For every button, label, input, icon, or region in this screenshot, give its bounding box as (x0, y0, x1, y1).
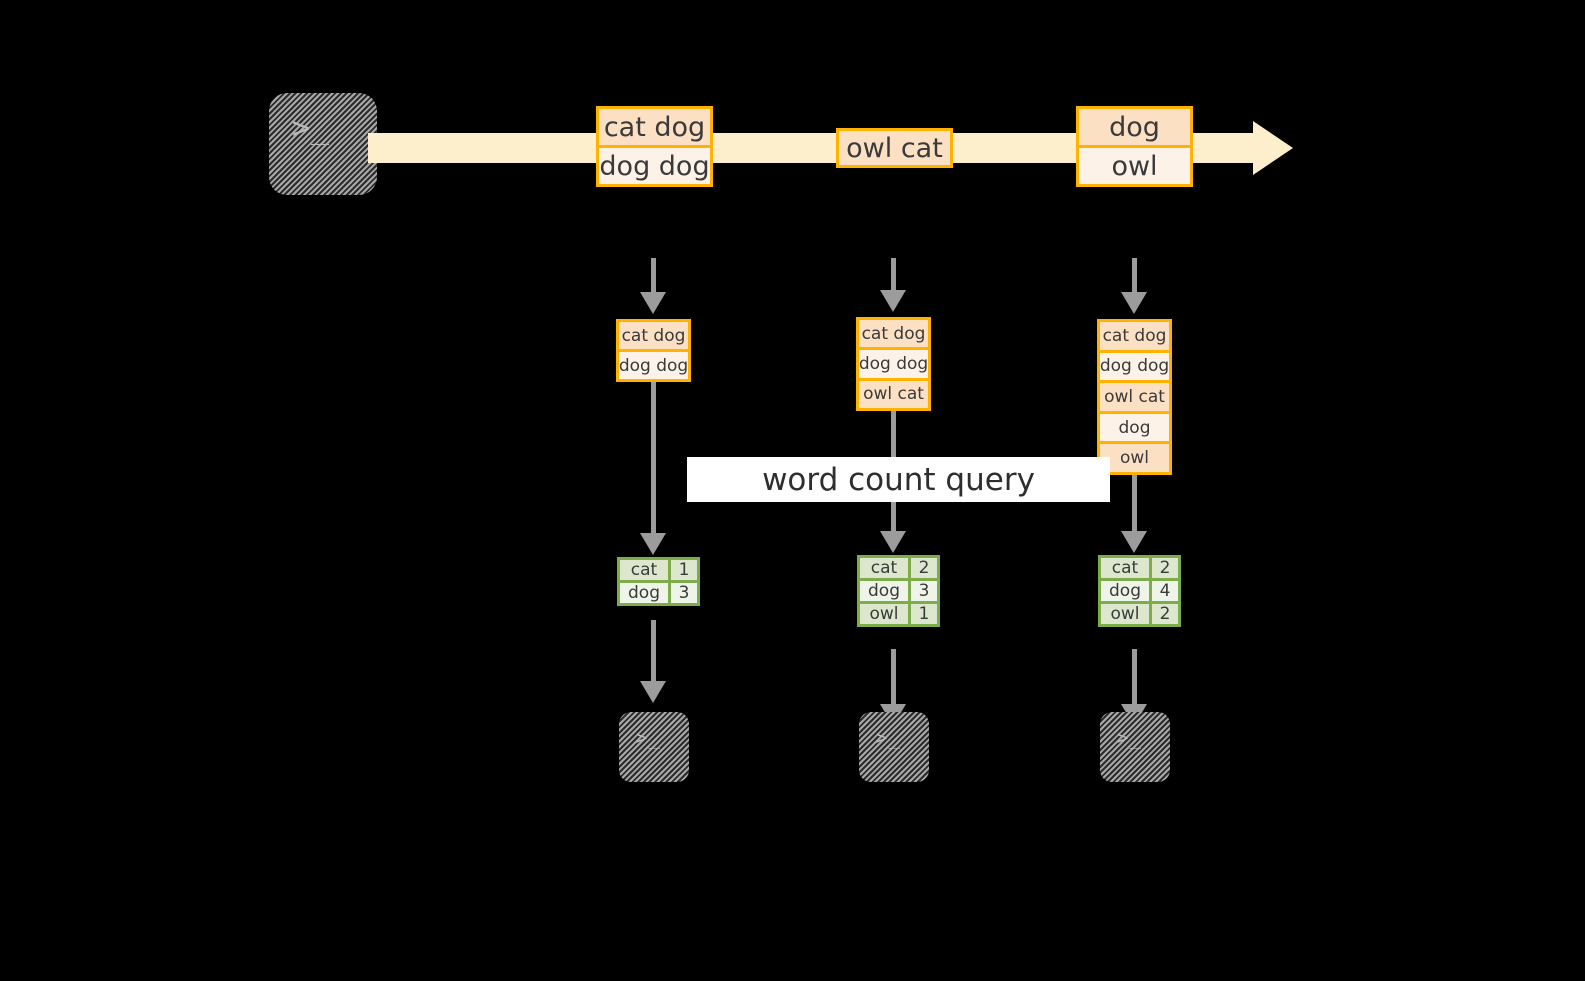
result-word-cell: dog (620, 583, 668, 603)
result-count-cell: 2 (908, 558, 937, 578)
terminal-prompt-glyph: >_ (876, 727, 901, 749)
result-word-cell: cat (860, 558, 908, 578)
terminal-prompt-glyph: >_ (636, 727, 661, 749)
snapshot-1-sink-arrowhead (640, 681, 666, 703)
terminal-prompt-glyph: >_ (1117, 727, 1142, 749)
snapshot-input-line: dog dog (619, 349, 688, 379)
query-label: word count query (687, 457, 1110, 502)
terminal-prompt-glyph: >_ (292, 111, 331, 146)
table-row: dog 3 (620, 580, 697, 603)
stream-event-box: dog owl (1076, 106, 1193, 187)
snapshot-2-input-box: cat dog dog dog owl cat (856, 317, 931, 411)
result-word-cell: owl (860, 604, 908, 624)
snapshot-input-line: dog dog (1100, 349, 1169, 381)
snapshot-input-line: cat dog (619, 322, 688, 349)
snapshot-3-result-table: cat 2 dog 4 owl 2 (1098, 555, 1181, 627)
result-count-cell: 1 (908, 604, 937, 624)
snapshot-1-result-table: cat 1 dog 3 (617, 557, 700, 606)
snapshot-2-sink-line (891, 649, 896, 711)
snapshot-2-result-table: cat 2 dog 3 owl 1 (857, 555, 940, 627)
snapshot-tap-line (891, 258, 896, 294)
snapshot-input-line: owl cat (1100, 380, 1169, 411)
snapshot-1-query-line (651, 382, 656, 537)
snapshot-input-line: owl (1100, 441, 1169, 472)
snapshot-3-input-box: cat dog dog dog owl cat dog owl (1097, 319, 1172, 475)
snapshot-input-line: cat dog (1100, 322, 1169, 350)
stream-event-line: owl cat (839, 131, 950, 165)
table-row: cat 1 (620, 560, 697, 580)
stream-event-line: cat dog (599, 109, 710, 145)
table-row: owl 1 (860, 601, 937, 624)
snapshot-tap-arrowhead (880, 290, 906, 312)
table-row: dog 3 (860, 578, 937, 601)
result-word-cell: cat (1101, 558, 1149, 578)
stream-event-line: dog dog (599, 145, 710, 184)
table-row: owl 2 (1101, 601, 1178, 624)
snapshot-2-sink-terminal-icon: >_ (859, 712, 929, 782)
stream-source-terminal-icon: >_ (269, 93, 377, 195)
result-word-cell: dog (1101, 581, 1149, 601)
result-count-cell: 2 (1149, 558, 1178, 578)
snapshot-3-sink-terminal-icon: >_ (1100, 712, 1170, 782)
snapshot-tap-arrowhead (640, 292, 666, 314)
snapshot-1-sink-line (651, 620, 656, 685)
table-row: dog 4 (1101, 578, 1178, 601)
stream-event-box: cat dog dog dog (596, 106, 713, 187)
result-count-cell: 2 (1149, 604, 1178, 624)
table-row: cat 2 (1101, 558, 1178, 578)
result-word-cell: dog (860, 581, 908, 601)
snapshot-input-line: owl cat (859, 377, 928, 408)
stream-event-line: dog (1079, 109, 1190, 145)
stream-event-box: owl cat (836, 128, 953, 168)
result-count-cell: 4 (1149, 581, 1178, 601)
snapshot-input-line: cat dog (859, 320, 928, 348)
result-word-cell: cat (620, 560, 668, 580)
snapshot-input-line: dog (1100, 410, 1169, 442)
snapshot-3-query-arrowhead (1121, 531, 1147, 553)
snapshot-input-line: dog dog (859, 347, 928, 378)
snapshot-1-input-box: cat dog dog dog (616, 319, 691, 382)
result-word-cell: owl (1101, 604, 1149, 624)
snapshot-tap-line (1132, 258, 1137, 296)
snapshot-1-query-arrowhead (640, 533, 666, 555)
result-count-cell: 1 (668, 560, 697, 580)
snapshot-tap-arrowhead (1121, 292, 1147, 314)
snapshot-3-sink-line (1132, 649, 1137, 711)
table-row: cat 2 (860, 558, 937, 578)
result-count-cell: 3 (908, 581, 937, 601)
snapshot-3-query-line (1132, 475, 1137, 537)
stream-arrow-head (1253, 121, 1293, 175)
result-count-cell: 3 (668, 583, 697, 603)
snapshot-tap-line (651, 258, 656, 296)
snapshot-2-query-arrowhead (880, 531, 906, 553)
snapshot-1-sink-terminal-icon: >_ (619, 712, 689, 782)
stream-event-line: owl (1079, 145, 1190, 184)
